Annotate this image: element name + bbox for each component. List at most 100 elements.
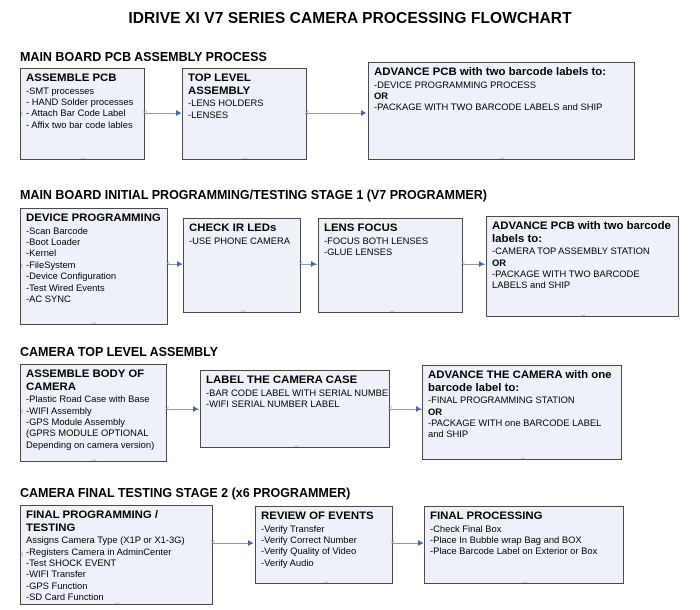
- box-line: Depending on camera version): [26, 438, 155, 450]
- box-line: -AC SYNC: [26, 293, 71, 305]
- box-line: -FINAL PROGRAMMING STATION: [428, 394, 575, 406]
- box-lens-focus[interactable]: LENS FOCUS -FOCUS BOTH LENSES -GLUE LENS…: [318, 218, 463, 313]
- box-header: ASSEMBLE BODY OF CAMERA: [26, 368, 145, 393]
- section-title-camera-final-testing: CAMERA FINAL TESTING STAGE 2 (x6 PROGRAM…: [20, 486, 351, 500]
- box-top-level-assembly[interactable]: TOP LEVEL ASSEMBLY -LENS HOLDERS -LENSES…: [182, 68, 307, 160]
- box-check-ir-leds[interactable]: CHECK IR LEDs -USE PHONE CAMERA ✕ ✕: [183, 218, 301, 313]
- connector-assemblebody-to-label: [167, 409, 199, 411]
- connector-lensfocus-to-advance: [463, 264, 485, 266]
- box-line: -Test Wired Events: [26, 281, 105, 293]
- box-line: OR: [428, 405, 443, 417]
- connection-handle-icon: ✕: [622, 542, 623, 549]
- connection-handle-icon: ✕: [580, 314, 586, 316]
- box-line: -FOCUS BOTH LENSES: [324, 234, 429, 246]
- connection-handle-icon: ✕: [80, 69, 86, 71]
- box-line: -SMT processes: [26, 84, 95, 96]
- arrowhead-icon: [193, 405, 198, 412]
- box-review-of-events[interactable]: REVIEW OF EVENTS -Verify Transfer -Verif…: [255, 506, 393, 584]
- box-line: -FileSystem: [26, 258, 76, 270]
- arrowhead-icon: [311, 260, 316, 267]
- box-line: -Boot Loader: [26, 236, 81, 247]
- box-header: LENS FOCUS: [324, 222, 398, 234]
- connector-toplevel-to-advance: [307, 113, 365, 115]
- box-line: -WIFI Transfer: [26, 568, 86, 580]
- box-header: ASSEMBLE PCB: [26, 72, 117, 84]
- section-title-main-board-pcb-assembly: MAIN BOARD PCB ASSEMBLY PROCESS: [20, 50, 267, 64]
- box-line: -Registers Camera in AdminCenter: [26, 545, 172, 557]
- arrowhead-icon: [416, 405, 421, 412]
- box-header: LABEL THE CAMERA CASE: [206, 374, 358, 386]
- box-header: FINAL PROCESSING: [430, 510, 543, 522]
- box-line: OR: [374, 90, 389, 101]
- box-line: -WIFI SERIAL NUMBER LABEL: [206, 398, 340, 409]
- connection-handle-icon: ✕: [80, 157, 86, 159]
- arrowhead-icon: [177, 260, 182, 267]
- connection-handle-icon: ✕: [499, 63, 505, 65]
- box-line: -Place In Bubble wrap Bag and BOX: [430, 534, 582, 545]
- box-line: OR: [492, 256, 507, 268]
- box-line: -Verify Audio: [261, 556, 314, 568]
- connection-handle-icon: ✕: [91, 459, 97, 461]
- connection-handle-icon: ✕: [240, 310, 246, 312]
- arrowhead-icon: [176, 109, 181, 116]
- connection-handle-icon: ✕: [293, 371, 299, 373]
- arrowhead-icon: [418, 539, 423, 546]
- connection-handle-icon: ✕: [620, 409, 621, 416]
- box-line: -LENSES: [188, 108, 229, 120]
- box-line: -Plastic Road Case with Base: [26, 393, 150, 405]
- connector-assemble-to-toplevel: [145, 113, 181, 115]
- connection-handle-icon: ✕: [520, 457, 526, 459]
- connection-handle-icon: ✕: [91, 322, 97, 324]
- connection-handle-icon: ✕: [114, 602, 120, 604]
- connection-handle-icon: ✕: [21, 263, 24, 270]
- connection-handle-icon: ✕: [633, 107, 634, 114]
- box-final-processing[interactable]: FINAL PROCESSING -Check Final Box -Place…: [424, 506, 624, 584]
- box-line: -Verify Quality of Video: [261, 545, 357, 557]
- arrowhead-icon: [248, 539, 253, 546]
- connection-handle-icon: ✕: [21, 552, 24, 559]
- box-line: - Affix two bar code lables: [26, 118, 133, 130]
- connection-handle-icon: ✕: [240, 219, 246, 221]
- box-label-the-camera-case[interactable]: LABEL THE CAMERA CASE -BAR CODE LABEL WI…: [200, 370, 390, 448]
- connector-ir-to-lensfocus: [301, 264, 317, 266]
- box-advance-pcb-two-barcode-labels[interactable]: ADVANCE PCB with two barcode labels to: …: [368, 62, 635, 160]
- connector-finalprog-to-review: [213, 543, 253, 545]
- box-line: -Device Configuration: [26, 270, 117, 282]
- box-assemble-body-of-camera[interactable]: ASSEMBLE BODY OF CAMERA -Plastic Road Ca…: [20, 364, 167, 462]
- connection-handle-icon: ✕: [21, 111, 24, 118]
- box-line: -Test SHOCK EVENT: [26, 557, 117, 568]
- box-header: DEVICE PROGRAMMING: [26, 212, 161, 224]
- connection-handle-icon: ✕: [522, 507, 528, 509]
- box-line: -PACKAGE WITH TWO BARCODE LABELS and SHI…: [374, 101, 603, 113]
- box-advance-the-camera-one-barcode-label[interactable]: ADVANCE THE CAMERA with one barcode labe…: [422, 365, 622, 460]
- connection-handle-icon: ✕: [580, 217, 586, 219]
- connection-handle-icon: ✕: [91, 209, 97, 211]
- box-line: -GPS Function: [26, 579, 88, 591]
- box-line: -Verify Transfer: [261, 522, 325, 534]
- box-line: -PACKAGE WITH one BARCODE LABEL and SHIP: [428, 417, 601, 440]
- box-header: ADVANCE PCB with two barcode labels to:: [374, 66, 607, 78]
- box-header: TOP LEVEL ASSEMBLY: [188, 72, 251, 97]
- box-advance-pcb-to-camera-top-assembly[interactable]: ADVANCE PCB with two barcode labels to: …: [486, 216, 679, 317]
- box-line: -WIFI Assembly: [26, 404, 92, 416]
- connection-handle-icon: ✕: [21, 409, 24, 416]
- box-header: REVIEW OF EVENTS: [261, 510, 374, 522]
- connection-handle-icon: ✕: [520, 366, 526, 368]
- box-line: -Kernel: [26, 247, 57, 259]
- connection-handle-icon: ✕: [114, 506, 120, 508]
- box-line: -Place Barcode Label on Exterior or Box: [430, 545, 598, 557]
- box-device-programming[interactable]: DEVICE PROGRAMMING -Scan Barcode -Boot L…: [20, 208, 168, 325]
- connector-review-to-finalprocessing: [393, 543, 423, 545]
- box-final-programming-testing[interactable]: FINAL PROGRAMMING / TESTING Assigns Came…: [20, 505, 213, 605]
- box-line: -Check Final Box: [430, 522, 502, 534]
- connection-handle-icon: ✕: [522, 581, 528, 583]
- connection-handle-icon: ✕: [242, 69, 248, 71]
- connection-handle-icon: ✕: [293, 445, 299, 447]
- box-assemble-pcb[interactable]: ASSEMBLE PCB -SMT processes - HAND Solde…: [20, 68, 145, 160]
- connector-device-to-ir: [168, 264, 182, 266]
- box-line: -DEVICE PROGRAMMING PROCESS: [374, 78, 536, 90]
- connector-label-to-advance-camera: [390, 409, 422, 411]
- section-title-camera-top-level-assembly: CAMERA TOP LEVEL ASSEMBLY: [20, 345, 218, 359]
- box-header: ADVANCE PCB with two barcode labels to:: [492, 220, 671, 245]
